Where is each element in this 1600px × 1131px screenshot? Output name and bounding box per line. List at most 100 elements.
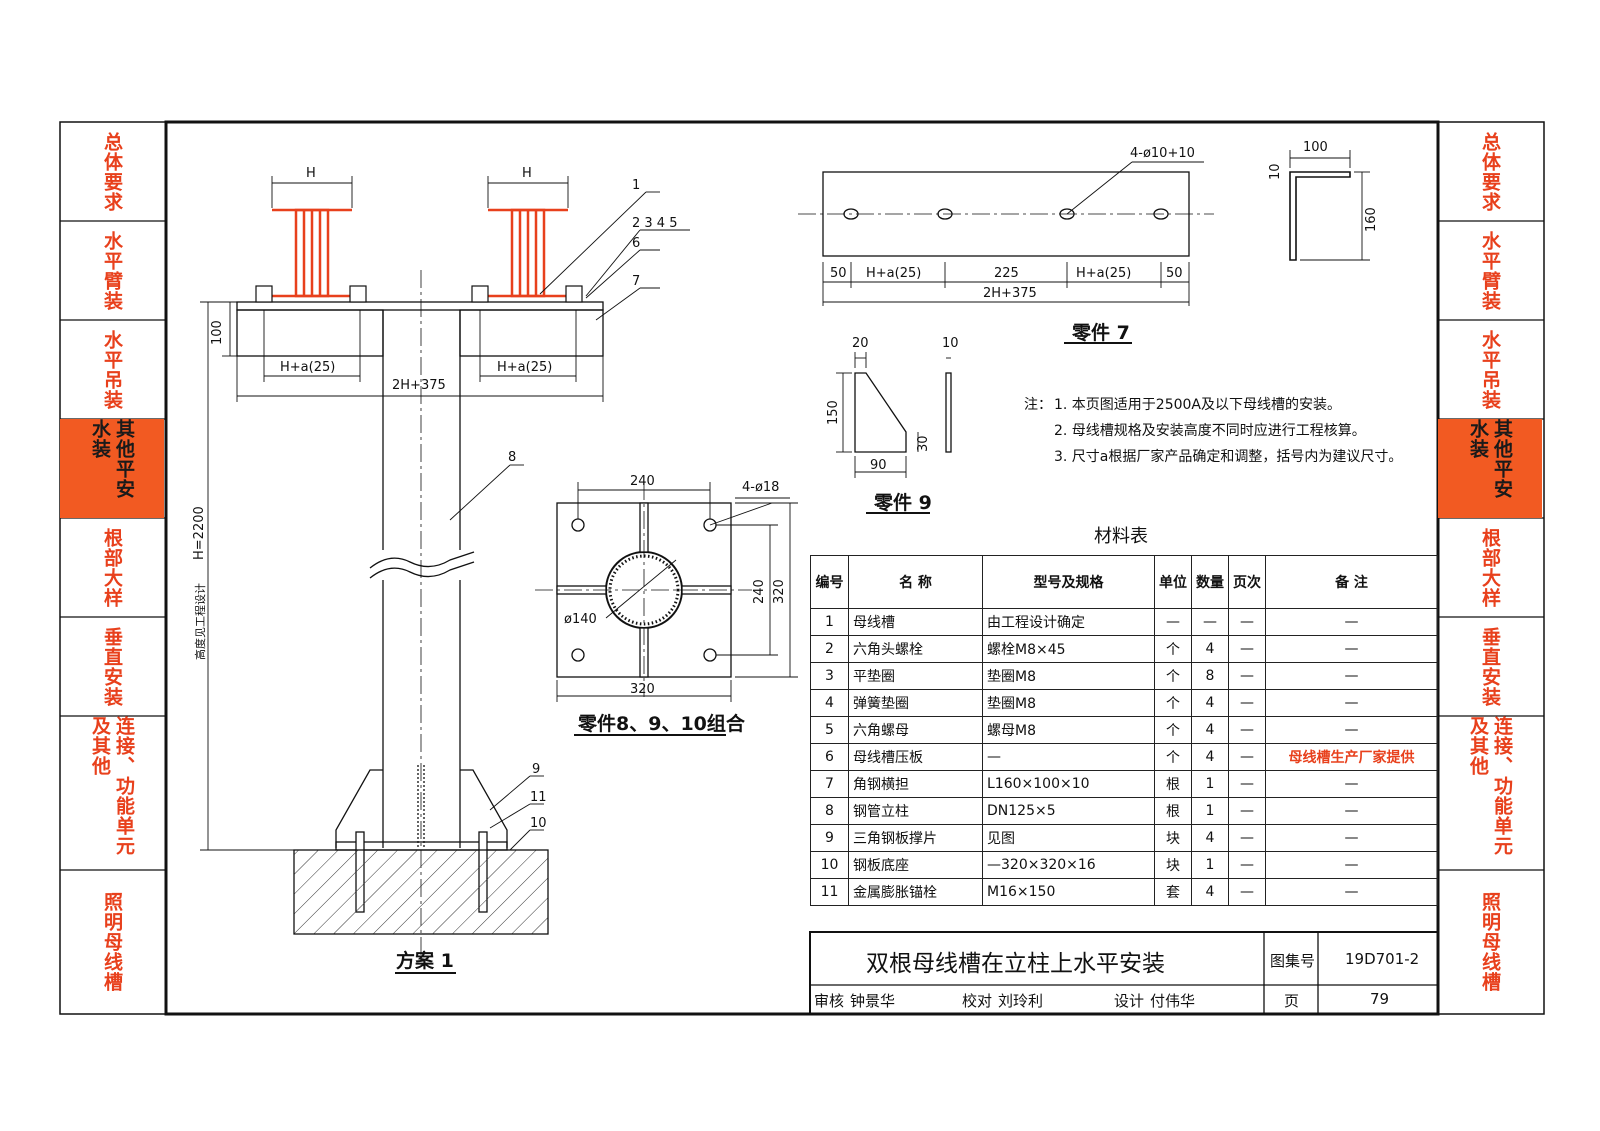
side-tab-right-2[interactable]: 水平臂装 [1438, 221, 1542, 320]
scheme-1-caption: 方案 1 [396, 950, 454, 972]
side-tab-right-1[interactable]: 总体要求 [1438, 122, 1542, 221]
col-header-name: 名 称 [848, 555, 983, 609]
cell-qty: 4 [1191, 635, 1229, 663]
cell-name: 钢板底座 [848, 851, 983, 879]
design-label: 设计 [1114, 992, 1145, 1010]
dim-p7-225: 225 [994, 266, 1019, 281]
balloon-9: 9 [532, 762, 541, 777]
balloon-6: 6 [632, 236, 641, 251]
dim-2h-375: 2H+375 [392, 378, 446, 393]
designer-name: 付伟华 [1150, 992, 1196, 1010]
side-tab-right-5[interactable]: 根部大样 [1438, 518, 1542, 617]
dim-p7-holes: 4-ø10+10 [1130, 146, 1195, 161]
side-tab-right-4-active[interactable]: 其他平安水装 [1438, 419, 1542, 518]
cell-spec: DN125×5 [982, 797, 1155, 825]
cell-page: — [1228, 743, 1266, 771]
cell-remark: — [1265, 797, 1438, 825]
side-tab-label: 垂直安装 [1479, 626, 1501, 707]
col-header-spec: 型号及规格 [982, 555, 1155, 609]
note-3: 3. 尺寸a根据厂家产品确定和调整，括号内为建议尺寸。 [1054, 449, 1403, 465]
cell-page: — [1228, 824, 1266, 852]
dim-b320-bottom: 320 [630, 682, 655, 697]
atlas-label: 图集号 [1270, 952, 1316, 970]
side-tab-left-2[interactable]: 水平臂装 [60, 221, 164, 320]
cell-qty: 1 [1191, 797, 1229, 825]
check-label: 校对 [962, 992, 993, 1010]
dim-height: H=2200 [192, 506, 207, 560]
note-2: 2. 母线槽规格及安装高度不同时应进行工程核算。 [1054, 423, 1366, 439]
cell-remark: — [1265, 635, 1438, 663]
cell-page: — [1228, 797, 1266, 825]
checker-name: 刘玲利 [998, 992, 1044, 1010]
side-tab-left-7[interactable]: 连接、功能单元及其他 [60, 716, 164, 870]
dim-height-note: 高度见工程设计 [194, 583, 207, 660]
balloon-2345: 2 3 4 5 [632, 216, 678, 231]
cell-unit: 个 [1154, 662, 1192, 690]
part-7-drawing [798, 150, 1370, 344]
side-tab-left-3[interactable]: 水平吊装 [60, 320, 164, 419]
side-tab-label: 连接、功能单元及其他 [1467, 716, 1513, 856]
cell-spec: L160×100×10 [982, 770, 1155, 798]
side-tab-left-4-active[interactable]: 其他平安水装 [60, 419, 164, 518]
cell-remark: — [1265, 716, 1438, 744]
dim-g20: 20 [852, 336, 869, 351]
side-tab-label: 总体要求 [1479, 131, 1501, 212]
dim-p7-total: 2H+375 [983, 286, 1037, 301]
scheme-1-dims [200, 176, 690, 851]
page-label: 页 [1284, 992, 1300, 1010]
side-tab-left-6[interactable]: 垂直安装 [60, 617, 164, 716]
side-tab-label: 总体要求 [101, 131, 123, 212]
cell-page: — [1228, 608, 1266, 636]
balloon-7: 7 [632, 274, 641, 289]
col-header-remark: 备 注 [1265, 555, 1438, 609]
cell-name: 母线槽压板 [848, 743, 983, 771]
cell-name: 三角钢板撑片 [848, 824, 983, 852]
cell-unit: 块 [1154, 824, 1192, 852]
side-tab-left-8[interactable]: 照明母线槽 [60, 870, 164, 1014]
cell-qty: 8 [1191, 662, 1229, 690]
cell-no: 1 [810, 608, 849, 636]
cell-qty: 4 [1191, 716, 1229, 744]
side-tab-right-6[interactable]: 垂直安装 [1438, 617, 1542, 716]
dim-g30: 30 [916, 435, 931, 452]
cell-no: 4 [810, 689, 849, 717]
cell-spec: 见图 [982, 824, 1155, 852]
page-number: 79 [1370, 990, 1390, 1008]
cell-spec: 垫圈M8 [982, 662, 1155, 690]
dim-angle-100: 100 [1303, 140, 1328, 155]
part-9-caption: 零件 9 [874, 492, 932, 514]
side-tab-left-5[interactable]: 根部大样 [60, 518, 164, 617]
cell-qty: — [1191, 608, 1229, 636]
cell-no: 7 [810, 770, 849, 798]
cell-spec: 螺栓M8×45 [982, 635, 1155, 663]
side-tab-label: 其他平安水装 [89, 419, 135, 499]
side-tab-label: 根部大样 [101, 527, 123, 608]
dim-b240-top: 240 [630, 474, 655, 489]
title-block-frame [809, 931, 1439, 1015]
dim-100: 100 [210, 320, 225, 345]
cell-name: 金属膨胀锚栓 [848, 878, 983, 906]
cell-remark: — [1265, 689, 1438, 717]
cell-qty: 4 [1191, 878, 1229, 906]
side-tab-right-7[interactable]: 连接、功能单元及其他 [1438, 716, 1542, 870]
part-9-drawing [836, 352, 952, 514]
side-tab-left-1[interactable]: 总体要求 [60, 122, 164, 221]
col-header-no: 编号 [810, 555, 849, 609]
review-label: 审核 [814, 992, 845, 1010]
side-tab-right-8[interactable]: 照明母线槽 [1438, 870, 1542, 1014]
base-plate-combo [535, 482, 798, 736]
cell-name: 角钢横担 [848, 770, 983, 798]
angle-steel-top [236, 301, 604, 311]
cell-unit: 个 [1154, 743, 1192, 771]
side-tab-right-3[interactable]: 水平吊装 [1438, 320, 1542, 419]
dim-g150: 150 [826, 400, 841, 425]
note-1: 1. 本页图适用于2500A及以下母线槽的安装。 [1054, 397, 1342, 413]
